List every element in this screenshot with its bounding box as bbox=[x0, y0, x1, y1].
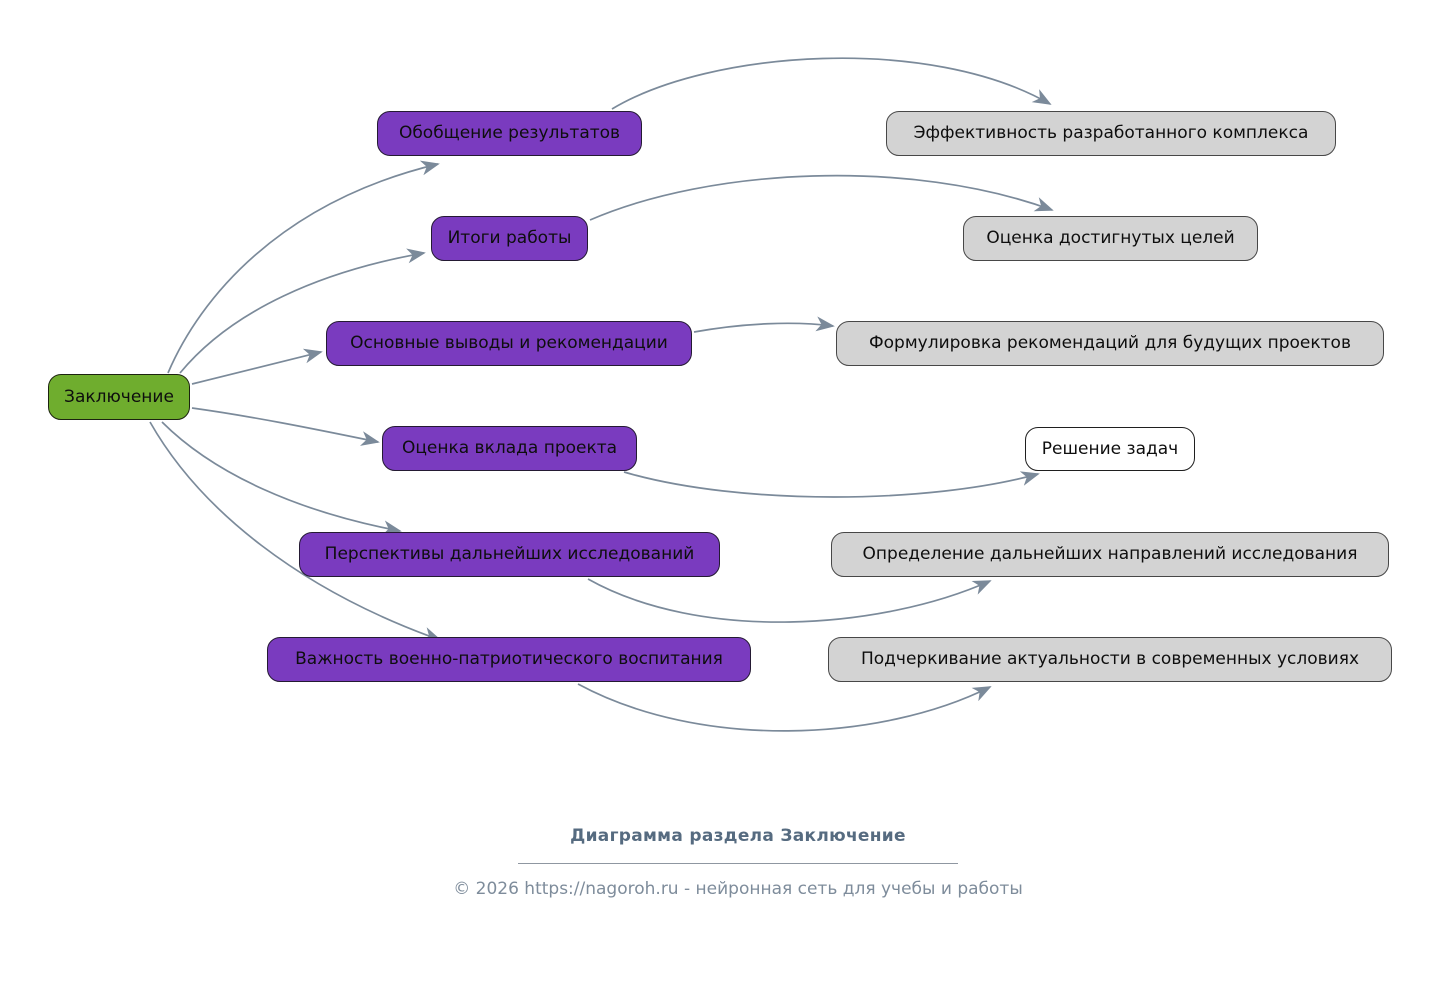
edge-itogi-celi bbox=[589, 174, 1054, 221]
node-zakl: Заключение bbox=[48, 374, 190, 420]
node-label: Заключение bbox=[64, 386, 174, 407]
edge-zakl-osnov bbox=[191, 348, 323, 385]
node-effekt: Эффективность разработанного комплекса bbox=[886, 111, 1336, 156]
node-opred: Определение дальнейших направлений иссле… bbox=[831, 532, 1389, 577]
node-obob: Обобщение результатов bbox=[377, 111, 642, 156]
edge-zakl-vklad bbox=[191, 407, 380, 446]
node-label: Решение задач bbox=[1041, 438, 1179, 459]
node-label: Подчеркивание актуальности в современных… bbox=[860, 649, 1360, 670]
node-resh: Решение задач bbox=[1025, 427, 1195, 471]
node-label: Оценка достигнутых целей bbox=[986, 228, 1235, 249]
node-label: Основные выводы и рекомендации bbox=[350, 333, 668, 354]
edge-zakl-obob bbox=[167, 160, 440, 374]
caption-divider bbox=[518, 863, 958, 864]
edge-zakl-vazhn bbox=[149, 421, 442, 642]
diagram-footer: Диаграмма раздела Заключение © 2026 http… bbox=[36, 826, 1440, 899]
node-label: Итоги работы bbox=[447, 228, 572, 249]
edge-vazhn-podch bbox=[577, 683, 992, 732]
node-label: Обобщение результатов bbox=[398, 123, 621, 144]
node-label: Важность военно-патриотического воспитан… bbox=[295, 649, 723, 670]
edge-persp-opred bbox=[587, 578, 992, 623]
node-podch: Подчеркивание актуальности в современных… bbox=[828, 637, 1392, 682]
node-itogi: Итоги работы bbox=[431, 216, 588, 261]
node-vazhn: Важность военно-патриотического воспитан… bbox=[267, 637, 751, 682]
node-persp: Перспективы дальнейших исследований bbox=[299, 532, 720, 577]
edge-vklad-resh bbox=[623, 471, 1040, 498]
edge-obob-effekt bbox=[611, 57, 1052, 110]
node-label: Определение дальнейших направлений иссле… bbox=[862, 544, 1358, 565]
node-vklad: Оценка вклада проекта bbox=[382, 426, 637, 471]
copyright-text: © 2026 https://nagoroh.ru - нейронная се… bbox=[453, 879, 1023, 899]
edge-osnov-form bbox=[693, 316, 835, 333]
node-celi: Оценка достигнутых целей bbox=[963, 216, 1258, 261]
node-label: Перспективы дальнейших исследований bbox=[324, 544, 695, 565]
diagram-caption: Диаграмма раздела Заключение bbox=[570, 826, 906, 846]
node-label: Формулировка рекомендаций для будущих пр… bbox=[869, 333, 1351, 354]
node-form: Формулировка рекомендаций для будущих пр… bbox=[836, 321, 1384, 366]
node-osnov: Основные выводы и рекомендации bbox=[326, 321, 692, 366]
node-label: Оценка вклада проекта bbox=[401, 438, 618, 459]
node-label: Эффективность разработанного комплекса bbox=[913, 123, 1309, 144]
edge-zakl-itogi bbox=[179, 248, 426, 374]
edge-zakl-persp bbox=[161, 421, 402, 536]
